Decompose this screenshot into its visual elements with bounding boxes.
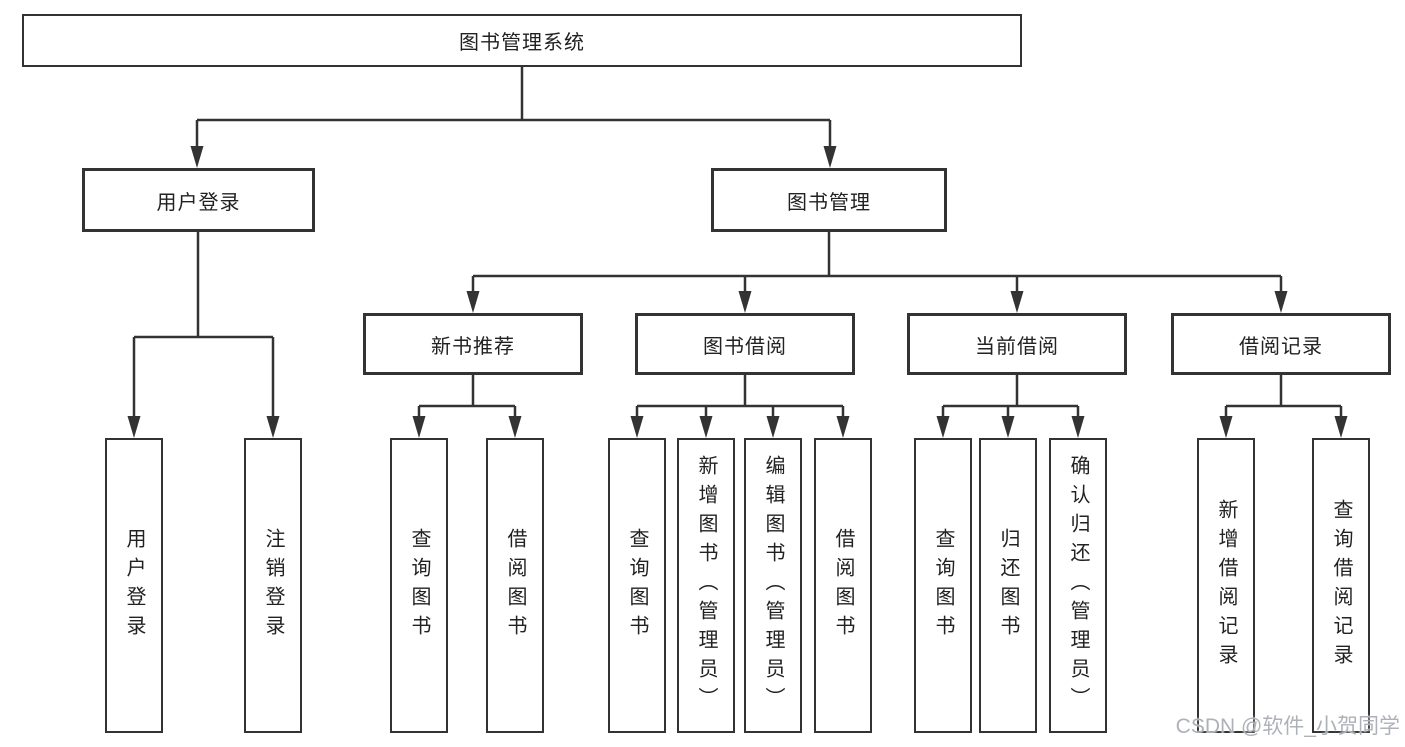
connector-book-mgmt-to-level3 [466,232,1288,313]
node-label: 查询图书 [408,527,430,644]
node-label: 新增图书（管理员） [695,455,717,716]
node-label: 新书推荐 [431,335,515,358]
node-label: 查询图书 [626,527,648,644]
node-current-borrowing: 当前借阅 [907,313,1127,375]
node-label: 用户登录 [123,527,145,644]
leaf-return-books: 归还图书 [979,438,1037,733]
node-label: 新增借阅记录 [1215,498,1237,673]
node-label: 确认归还（管理员） [1067,455,1089,716]
leaf-user-login: 用户登录 [105,438,163,733]
node-label: 图书管理 [787,191,871,214]
connector-root-to-level2 [190,67,837,168]
leaf-query-books-borrowing: 查询图书 [608,438,666,733]
node-label: 图书借阅 [703,335,787,358]
connector-records-children [1219,375,1348,438]
leaf-query-books-recommend: 查询图书 [390,438,448,733]
csdn-watermark: CSDN @软件_小贺同学 [1175,715,1400,738]
leaf-logout: 注销登录 [244,438,302,733]
connector-recommend-children [412,375,522,438]
node-label: 编辑图书（管理员） [762,455,784,716]
node-label: 当前借阅 [975,335,1059,358]
node-label: 借阅记录 [1239,335,1323,358]
connector-borrowing-children [630,375,850,438]
node-user-login-group: 用户登录 [82,168,315,232]
connector-current-children [936,375,1085,438]
node-label: 借阅图书 [832,527,854,644]
leaf-add-book-admin: 新增图书（管理员） [677,438,735,733]
node-label: 归还图书 [997,527,1019,644]
node-label: 查询图书 [932,527,954,644]
node-book-management: 图书管理 [711,168,947,232]
node-label: 查询借阅记录 [1330,498,1352,673]
node-new-book-recommend: 新书推荐 [363,313,583,375]
leaf-borrow-books-recommend: 借阅图书 [486,438,544,733]
connector-user-login-children [127,232,280,438]
node-label: 用户登录 [156,191,241,214]
leaf-edit-book-admin: 编辑图书（管理员） [744,438,802,733]
leaf-borrow-books: 借阅图书 [814,438,872,733]
leaf-add-borrow-record: 新增借阅记录 [1197,438,1255,733]
leaf-confirm-return-admin: 确认归还（管理员） [1049,438,1107,733]
node-borrowing-records: 借阅记录 [1171,313,1391,375]
node-label: 借阅图书 [504,527,526,644]
leaf-query-books-current: 查询图书 [914,438,972,733]
node-label: 图书管理系统 [459,32,585,54]
node-label: 注销登录 [262,527,284,644]
node-library-system: 图书管理系统 [22,14,1022,67]
leaf-query-borrow-record: 查询借阅记录 [1312,438,1370,733]
node-book-borrowing: 图书借阅 [635,313,855,375]
